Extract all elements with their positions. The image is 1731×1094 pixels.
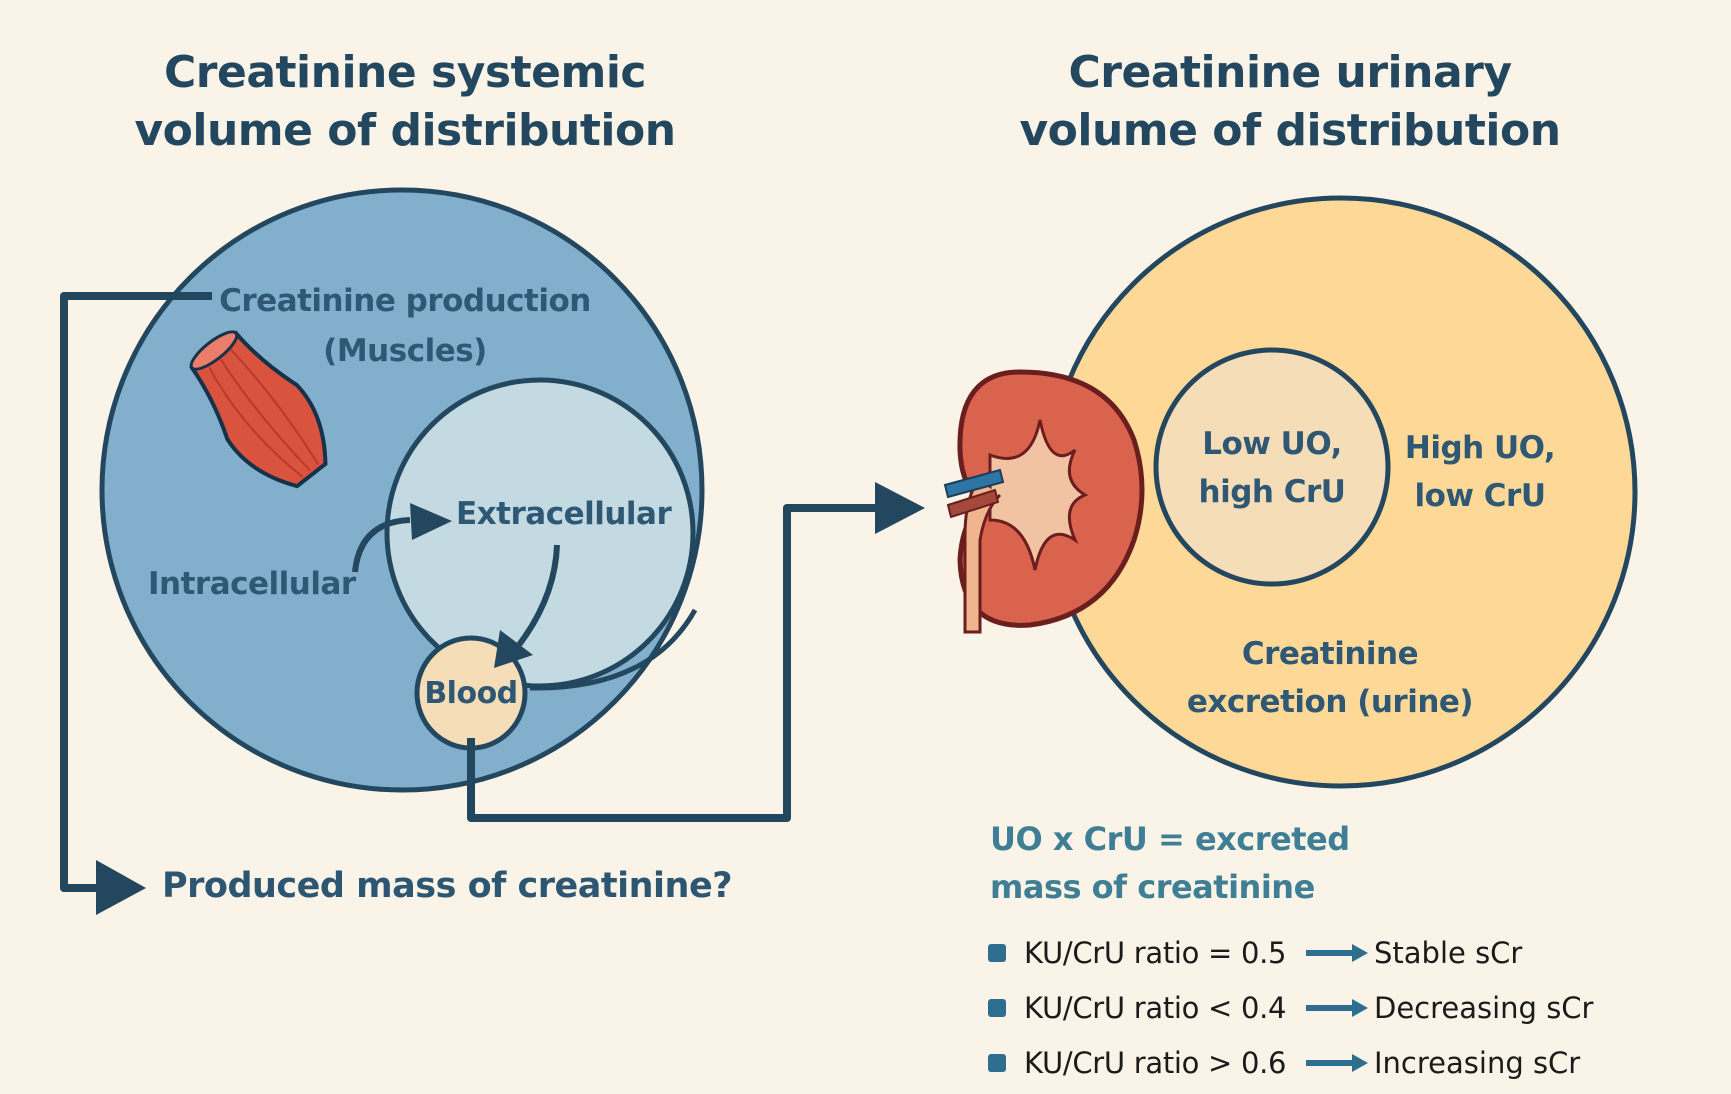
high-uo-label: High UO, low CrU	[1390, 424, 1570, 520]
extra-to-blood-arrowhead	[494, 630, 533, 668]
high-uo-line2: low CrU	[1414, 478, 1546, 514]
kidney-icon	[943, 369, 1145, 634]
excretion-line2: excretion (urine)	[1186, 684, 1474, 720]
production-line2: (Muscles)	[323, 333, 487, 369]
systemic-title: Creatinine systemic volume of distributi…	[95, 44, 715, 160]
blood-to-kidney-line	[467, 504, 880, 822]
bullet-icon	[988, 1053, 1006, 1072]
systemic-title-line2: volume of distribution	[134, 105, 676, 156]
low-uo-circle	[1153, 347, 1391, 587]
low-uo-line1: Low UO,	[1202, 426, 1342, 462]
muscle-icon	[189, 330, 328, 489]
legend-ratio: KU/CrU ratio < 0.4	[1024, 990, 1287, 1025]
extracellular-tangent-arc	[529, 608, 698, 691]
intracellular-label: Intracellular	[148, 566, 356, 602]
legend-result: Increasing sCr	[1374, 1045, 1581, 1080]
extra-to-blood-arrow	[512, 544, 560, 652]
produced-mass-question: Produced mass of creatinine?	[162, 866, 733, 906]
legend-result: Stable sCr	[1374, 935, 1523, 970]
urinary-title-line1: Creatinine urinary	[1068, 47, 1512, 98]
intra-to-extra-arrow	[352, 517, 411, 573]
bullet-icon	[988, 998, 1006, 1017]
legend-item: KU/CrU ratio < 0.4 Decreasing sCr	[988, 980, 1593, 1035]
blood-label: Blood	[424, 676, 518, 711]
produced-mass-arrowhead	[96, 860, 146, 915]
low-uo-line2: high CrU	[1198, 474, 1346, 510]
intra-to-extra-arrowhead	[410, 503, 452, 540]
low-uo-label: Low UO, high CrU	[1180, 420, 1364, 516]
extracellular-label: Extracellular	[456, 496, 672, 532]
legend-item: KU/CrU ratio > 0.6 Increasing sCr	[988, 1035, 1593, 1090]
right-arrow-icon	[1306, 1053, 1368, 1072]
extracellular-circle	[384, 377, 696, 689]
urinary-title-line2: volume of distribution	[1019, 105, 1561, 156]
excretion-label: Creatinine excretion (urine)	[1170, 630, 1490, 726]
urinary-title: Creatinine urinary volume of distributio…	[1000, 44, 1580, 160]
legend-heading-line1: UO x CrU = excreted	[990, 820, 1350, 858]
legend-heading-line2: mass of creatinine	[990, 868, 1315, 906]
production-label: Creatinine production (Muscles)	[215, 276, 595, 376]
systemic-title-line1: Creatinine systemic	[164, 47, 646, 98]
right-arrow-icon	[1306, 943, 1368, 962]
production-connector-line	[60, 292, 212, 892]
production-line1: Creatinine production	[219, 283, 591, 319]
legend-heading: UO x CrU = excreted mass of creatinine	[990, 815, 1350, 911]
legend-list: KU/CrU ratio = 0.5 Stable sCr KU/CrU rat…	[988, 925, 1593, 1090]
kidney-arrowhead	[875, 482, 925, 534]
bullet-icon	[988, 943, 1006, 962]
legend-item: KU/CrU ratio = 0.5 Stable sCr	[988, 925, 1593, 980]
legend-ratio: KU/CrU ratio = 0.5	[1024, 935, 1287, 970]
right-arrow-icon	[1306, 998, 1368, 1017]
legend-ratio: KU/CrU ratio > 0.6	[1024, 1045, 1287, 1080]
legend-result: Decreasing sCr	[1374, 990, 1594, 1025]
high-uo-line1: High UO,	[1404, 430, 1556, 466]
excretion-line1: Creatinine	[1241, 636, 1419, 672]
